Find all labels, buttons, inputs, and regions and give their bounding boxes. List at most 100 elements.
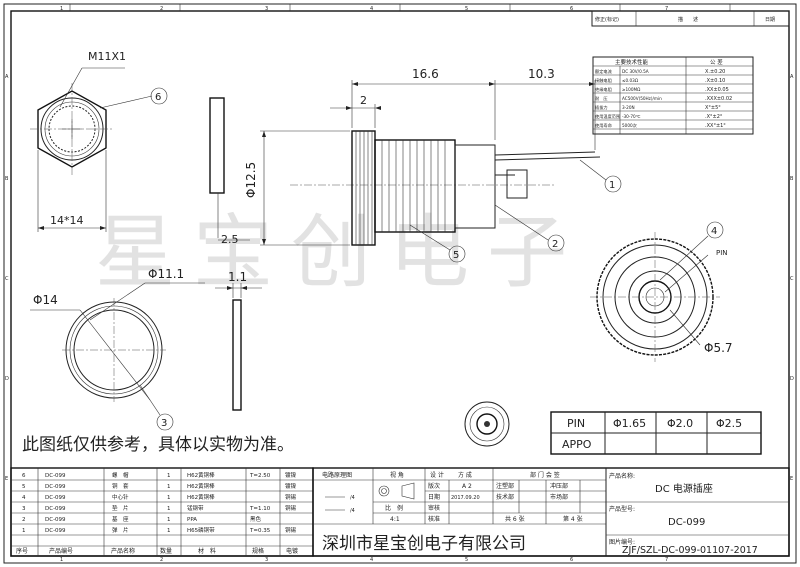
schematic-terminal-b: /4 bbox=[350, 508, 355, 514]
spec-item-label: 绝缘电阻 bbox=[595, 86, 613, 93]
zone-num-bottom-1: 1 bbox=[60, 557, 63, 563]
balloon-6: 6 bbox=[155, 92, 161, 103]
balloon-5: 5 bbox=[453, 250, 459, 261]
zone-letter-e-left: E bbox=[5, 476, 8, 482]
bom-header-spec: 规格 bbox=[252, 547, 264, 555]
bom-cell: 铜锡 bbox=[285, 493, 297, 501]
drawing-number: ZJF/SZL-DC-099-01107-2017 bbox=[622, 545, 758, 556]
bom-header-plating: 电镀 bbox=[286, 547, 298, 555]
dim-phi-5-7: Φ5.7 bbox=[704, 341, 733, 355]
zone-letter-a-left: A bbox=[5, 74, 9, 80]
bom-cell: T=0.35 bbox=[249, 528, 271, 534]
balloon-2: 2 bbox=[552, 239, 558, 250]
bom-cell: 1 bbox=[167, 473, 171, 479]
zone-num-bottom-2: 2 bbox=[160, 557, 163, 563]
bom-cell: 垫 片 bbox=[112, 504, 129, 512]
zone-letter-b-right: B bbox=[790, 176, 794, 182]
hex-size-label: 14*14 bbox=[50, 214, 84, 227]
view-angle-label: 视 角 bbox=[390, 471, 404, 479]
bom-cell: 铜 套 bbox=[112, 482, 129, 490]
spec-item-value: ≤0.03Ω bbox=[622, 78, 639, 83]
bom-cell: 基 座 bbox=[112, 515, 129, 523]
bom-header-code: 产品编号 bbox=[49, 547, 73, 555]
bom-cell: 5 bbox=[22, 484, 26, 490]
projection-symbol-icon bbox=[378, 482, 415, 500]
bom-cell: 4 bbox=[22, 495, 26, 501]
product-name: DC 电源插座 bbox=[655, 482, 713, 495]
revision-desc-header: 描 述 bbox=[678, 16, 698, 23]
spec-item-label: 使用温度范围 bbox=[595, 113, 620, 120]
version-value: A 2 bbox=[462, 483, 472, 490]
dim-2-5: 2.5 bbox=[221, 233, 239, 246]
bom-cell: DC-099 bbox=[45, 528, 66, 534]
sheet-number: 第 4 张 bbox=[563, 515, 583, 523]
bom-cell: DC-099 bbox=[45, 506, 66, 512]
zone-num-bottom-5: 5 bbox=[465, 557, 468, 563]
dim-10-3: 10.3 bbox=[528, 67, 555, 81]
zone-letter-b-left: B bbox=[5, 176, 9, 182]
spec-item-tolerance: X°±5° bbox=[705, 105, 721, 111]
spec-item-tolerance: .XX±0.05 bbox=[705, 87, 729, 93]
pin-option-2-5: Φ2.5 bbox=[716, 417, 742, 430]
jack-front-view: 4 PIN Φ5.7 bbox=[590, 221, 733, 362]
bom-cell: 弹 片 bbox=[112, 526, 129, 534]
bom-cell: H62黄铜棒 bbox=[187, 471, 215, 479]
company-name: 深圳市星宝创电子有限公司 bbox=[322, 534, 526, 554]
bom-cell: 铜锡 bbox=[285, 526, 297, 534]
reference-note: 此图纸仅供参考，具体以实物为准。 bbox=[22, 435, 294, 455]
zone-num-5: 5 bbox=[465, 6, 468, 12]
schematic-label: 电路原理图 bbox=[322, 471, 352, 479]
top-zone-numbers: 1 2 3 4 5 6 7 bbox=[60, 4, 731, 12]
balloon-1: 1 bbox=[609, 180, 615, 191]
spec-item-label: 接触电阻 bbox=[595, 77, 613, 84]
zone-num-bottom-4: 4 bbox=[370, 557, 373, 563]
stamping-dept: 冲压部 bbox=[550, 482, 568, 490]
bom-cell: 锰钢带 bbox=[187, 504, 204, 512]
model-label: 产品型号: bbox=[609, 505, 635, 513]
zone-num-1: 1 bbox=[60, 6, 63, 12]
washer-side-view: 1.1 bbox=[215, 270, 262, 411]
drawing-no-label: 图片编号: bbox=[609, 538, 635, 546]
spec-header-performance: 主要技术性能 bbox=[615, 58, 649, 66]
spec-item-value: 5000次 bbox=[622, 122, 638, 129]
revision-date-header: 日期 bbox=[765, 17, 775, 23]
approve-label: 核准 bbox=[428, 515, 440, 523]
bom-cell: 1 bbox=[22, 528, 26, 534]
side-zone-letters: A B C D E A B C D E bbox=[5, 74, 794, 482]
bom-cell: 螺 帽 bbox=[112, 471, 129, 479]
zone-letter-c-right: C bbox=[790, 276, 794, 282]
bom-cell: 1 bbox=[167, 506, 171, 512]
dim-phi-12-5: Φ12.5 bbox=[244, 162, 258, 198]
review-label: 审核 bbox=[428, 504, 440, 512]
scale-value: 4:1 bbox=[390, 516, 400, 523]
balloon-4: 4 bbox=[711, 226, 717, 237]
spec-item-value: ≥100MΩ bbox=[622, 87, 641, 92]
schematic-terminal-a: /4 bbox=[350, 495, 355, 501]
bom-cell: T=2.50 bbox=[249, 473, 271, 479]
bom-cell: T=1.10 bbox=[249, 506, 271, 512]
bom-header-row: 序号 产品编号 产品名称 数量 材 料 规格 电镀 bbox=[16, 547, 298, 555]
revision-block: 修正(标记) 描 述 日期 bbox=[591, 10, 790, 27]
bom-cell: PPA bbox=[187, 517, 197, 523]
spec-item-label: 插拔力 bbox=[595, 104, 608, 111]
sheets-total: 共 6 张 bbox=[505, 515, 525, 523]
zone-num-6: 6 bbox=[570, 6, 573, 12]
zone-num-bottom-7: 7 bbox=[665, 557, 668, 563]
zone-letter-a-right: A bbox=[790, 74, 794, 80]
pin-table-pin-label: PIN bbox=[567, 417, 585, 430]
spec-table: 主要技术性能 公 差 bbox=[592, 56, 754, 135]
bom-cell: 3 bbox=[22, 506, 26, 512]
jack-side-view: 16.6 10.3 2 Φ12.5 2.5 5 2 1 bbox=[218, 67, 622, 263]
nut-side-view bbox=[209, 97, 225, 238]
bom-cell: 镀镍 bbox=[285, 471, 297, 479]
spec-item-label: 耐 压 bbox=[595, 95, 608, 102]
hex-nut-view: M11X1 6 14*14 bbox=[30, 50, 168, 232]
spec-header-tolerance: 公 差 bbox=[710, 58, 723, 66]
zone-num-7: 7 bbox=[665, 6, 668, 12]
spec-item-tolerance: X.±0.20 bbox=[705, 69, 725, 75]
zone-num-2: 2 bbox=[160, 6, 163, 12]
product-name-label: 产品名称: bbox=[609, 472, 635, 480]
date-value: 2017.09.20 bbox=[451, 495, 480, 501]
bom-cell: 1 bbox=[167, 528, 171, 534]
